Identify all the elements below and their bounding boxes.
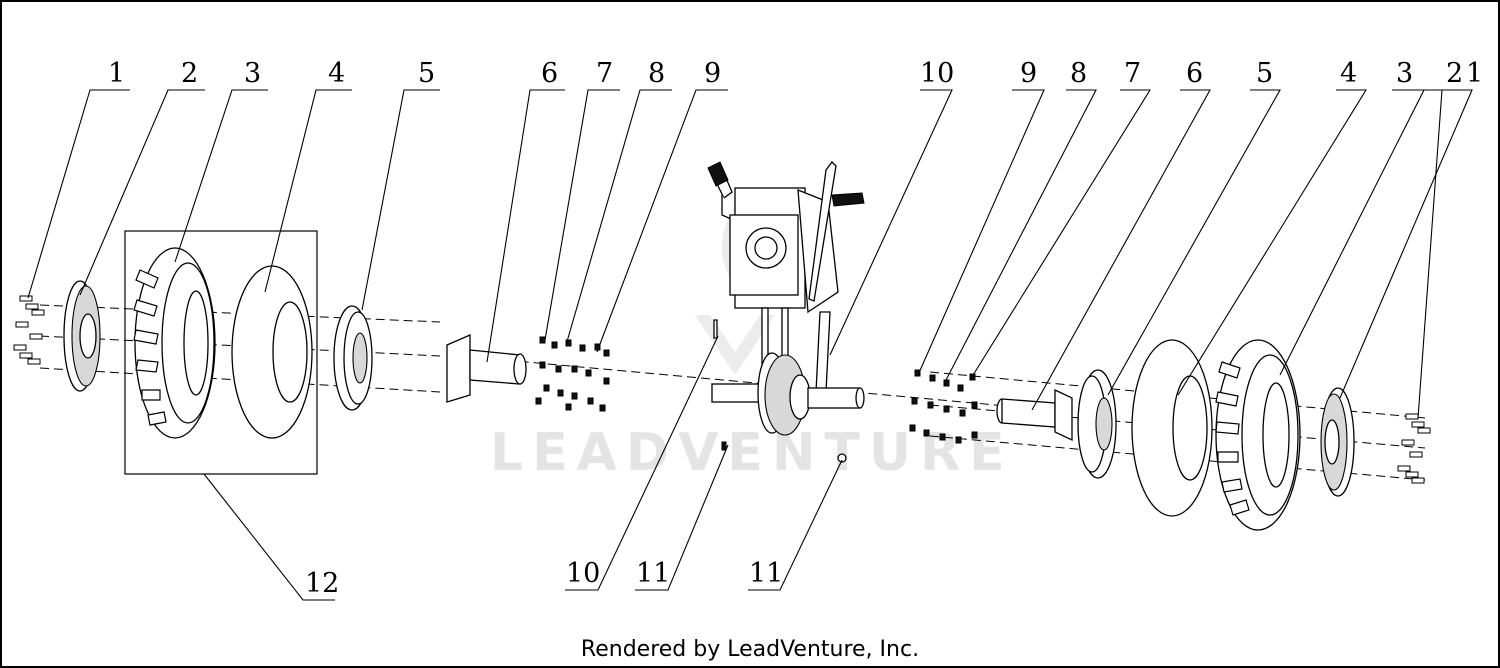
callout-9-right: 9 (1020, 58, 1037, 89)
right-tractor-tire (1215, 339, 1301, 531)
callout-1-right: 1 (1466, 58, 1483, 89)
callout-leaders-top-left (27, 89, 728, 363)
callout-6-left: 6 (541, 58, 558, 89)
callout-5-right: 5 (1256, 58, 1273, 89)
wheel-assembly-group-box (124, 230, 318, 475)
callout-4-left: 4 (328, 58, 345, 89)
callout-6-right: 6 (1186, 58, 1203, 89)
callout-4-right: 4 (1340, 58, 1357, 89)
callout-2-right: 2 (1446, 58, 1463, 89)
left-axle-extension (446, 334, 527, 403)
callout-3-right: 3 (1396, 58, 1413, 89)
callout-5-left: 5 (418, 58, 435, 89)
right-hub-plate (1320, 387, 1355, 497)
left-tractor-tire (133, 247, 216, 439)
callout-1-left: 1 (108, 58, 125, 89)
callout-2-left: 2 (181, 58, 198, 89)
rendered-by-footer: Rendered by LeadVenture, Inc. (581, 637, 919, 662)
callout-leaders-top-right (829, 89, 1473, 419)
left-hub-plate (63, 280, 101, 392)
callout-leaders-bottom (203, 335, 843, 601)
watermark-text: LEADVENTURE (490, 423, 1014, 483)
left-hardware-nuts (535, 336, 610, 412)
callout-9-left: 9 (704, 58, 721, 89)
callout-10-top: 10 (920, 58, 954, 89)
callout-10-bottom: 10 (566, 558, 600, 589)
callout-labels-top-left: 1 2 3 4 5 6 7 8 9 (108, 58, 721, 89)
left-inner-tube (231, 265, 313, 439)
right-inner-tube (1131, 339, 1213, 517)
callout-8-left: 8 (648, 58, 665, 89)
left-bolts (13, 295, 45, 365)
callout-11-right: 11 (749, 558, 783, 589)
callout-11-left: 11 (636, 558, 670, 589)
callout-12: 12 (305, 568, 339, 599)
right-rim (1077, 369, 1117, 479)
callout-labels-bottom: 12 10 11 11 (305, 558, 783, 599)
transmission-assembly (707, 161, 865, 436)
left-rim (333, 305, 373, 411)
callout-8-right: 8 (1070, 58, 1087, 89)
center-pins (713, 319, 847, 463)
callout-7-left: 7 (596, 58, 613, 89)
callout-3-left: 3 (244, 58, 261, 89)
callout-7-right: 7 (1124, 58, 1141, 89)
right-bolts (1397, 413, 1431, 484)
callout-labels-top-right: 10 9 8 7 6 5 4 3 2 1 (920, 58, 1483, 89)
right-axle-extension (996, 388, 1073, 442)
